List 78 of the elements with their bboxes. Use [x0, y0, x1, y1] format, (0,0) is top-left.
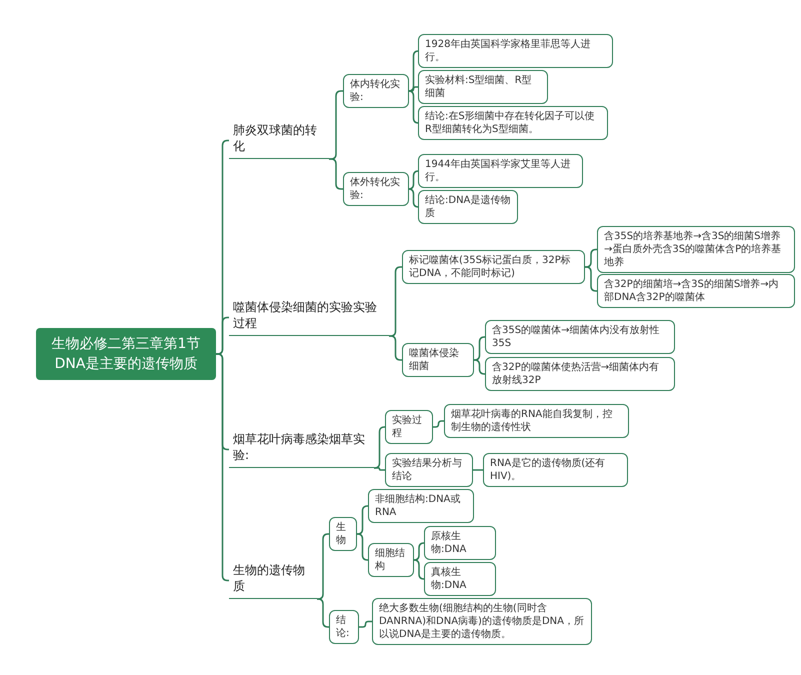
node-text: 体内转化实验:: [350, 78, 401, 104]
connector-line: [408, 188, 420, 208]
node-text: RNA是它的遗传物质(还有HIV)。: [490, 457, 606, 483]
connector-line: [374, 467, 385, 471]
node-text: 含32P的细菌培→含3S的细菌S增养→内部DNA含32P的噬菌体: [604, 278, 780, 304]
topic-underline: [229, 562, 317, 599]
subtopic-box: [444, 404, 629, 438]
subtopic-box: [418, 34, 613, 68]
topic-underline: [229, 431, 374, 468]
subtopic-box: [402, 250, 585, 284]
subtopic-box: [385, 453, 473, 487]
node-text: 含35S的培养基地养→含3S的细菌S增养→蛋白质外壳含3S的噬菌体含P的培养基地养: [604, 230, 782, 269]
connector-line: [409, 86, 418, 92]
subtopic-box: [597, 226, 795, 273]
subtopic-box: [385, 410, 433, 444]
node-text: 绝大多数生物(细胞结构的生物(同时含DANRNA)和DNA病毒)的遗传物质是DNA，所以说DNA是主要的遗传物质。: [379, 602, 585, 641]
connector-line: [408, 90, 420, 124]
connector-line: [473, 469, 483, 471]
topic-underline: [229, 299, 389, 336]
node-text: 1928年由英国科学家格里菲思等人进行。: [425, 38, 592, 64]
node-text: 生物: [336, 521, 347, 547]
subtopic-box: [418, 154, 583, 188]
node-text: 结论:: [336, 614, 350, 640]
subtopic-box: [597, 274, 795, 308]
subtopic-box: [418, 70, 548, 104]
node-text: 1944年由英国科学家艾里等人进行。: [425, 158, 572, 184]
node-text: 烟草花叶病毒的RNA能自我复制，控制生物的遗传性状: [451, 408, 614, 434]
subtopic-box: [418, 106, 608, 140]
subtopic-box: [368, 489, 474, 523]
subtopic-box: [329, 517, 357, 551]
node-text: 肺炎双球菌的转化: [233, 122, 318, 154]
connector-line: [316, 598, 330, 628]
subtopic-box: [485, 357, 675, 391]
root-topic-box: [36, 328, 216, 380]
subtopic-box: [343, 172, 409, 206]
connector-line: [433, 420, 444, 428]
connector-line: [356, 533, 368, 561]
node-text: 实验结果分析与结论: [392, 457, 463, 483]
subtopic-box: [402, 343, 474, 377]
node-text: 细胞结构: [375, 547, 406, 573]
subtopic-box: [343, 74, 409, 108]
node-text: 噬菌体侵染细菌: [409, 347, 460, 373]
node-text: 原核生物:DNA: [431, 530, 468, 556]
subtopic-box: [418, 190, 518, 224]
node-text: 含35S的噬菌体→细菌体内没有放射性35S: [492, 324, 660, 350]
connector-line: [584, 266, 598, 292]
connector-line: [329, 158, 343, 190]
node-text: 非细胞结构:DNA或RNA: [375, 493, 462, 519]
connector-line: [216, 316, 229, 355]
subtopic-box: [372, 598, 592, 645]
connector-line: [413, 559, 425, 580]
node-text: 体外转化实验:: [350, 176, 401, 202]
connector-line: [408, 50, 420, 92]
node-text: 实验过程: [392, 414, 423, 440]
node-text: 含32P的噬菌体使热活营→细菌体内有放射线32P: [492, 361, 660, 387]
subtopic-box: [424, 526, 496, 560]
subtopic-box: [368, 543, 414, 577]
subtopic-box: [483, 453, 628, 487]
node-text: 噬菌体侵染细菌的实验实验过程: [233, 299, 378, 331]
node-text: 生物的遗传物质: [233, 562, 306, 594]
connector-line: [474, 336, 486, 361]
node-text: 烟草花叶病毒感染烟草实验:: [233, 431, 366, 463]
node-text: 实验材料:S型细菌、R型细菌: [425, 74, 533, 100]
connector-line: [359, 620, 372, 628]
subtopic-box: [485, 320, 675, 354]
connector-line: [584, 248, 598, 268]
node-text: 生物必修二第三章第1节DNA是主要的遗传物质: [50, 335, 202, 374]
node-text: 真核生物:DNA: [431, 566, 468, 592]
connector-line: [329, 90, 343, 160]
node-text: 标记噬菌体(35S标记蛋白质，32P标记DNA，不能同时标记): [409, 254, 572, 280]
topic-underline: [229, 122, 329, 159]
connector-line: [408, 170, 420, 190]
subtopic-box: [424, 562, 496, 596]
node-text: 结论:在S形细菌中存在转化因子可以使R型细菌转化为S型细菌。: [425, 110, 596, 136]
subtopic-box: [329, 610, 359, 644]
connector-line: [413, 542, 425, 561]
node-text: 结论:DNA是遗传物质: [425, 194, 511, 220]
connector-line: [474, 359, 486, 375]
